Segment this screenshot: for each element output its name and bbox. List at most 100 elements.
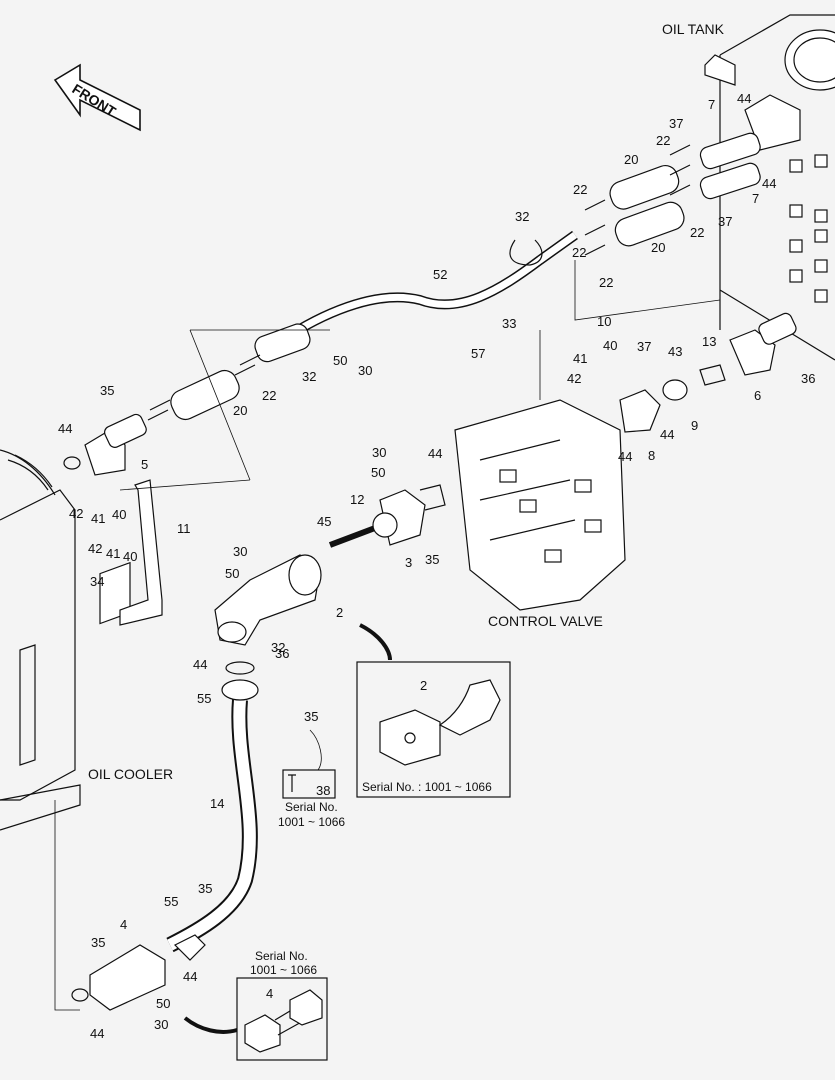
callout-34: 34 <box>90 574 105 589</box>
callout-30: 30 <box>154 1017 169 1032</box>
callout-13: 13 <box>702 334 717 349</box>
callout-44: 44 <box>660 427 675 442</box>
front-arrow-icon <box>53 63 141 132</box>
callout-8: 8 <box>648 448 656 463</box>
bracket-11 <box>119 479 163 626</box>
inset-right-part <box>379 679 501 766</box>
callout-42: 42 <box>69 506 84 521</box>
callout-50: 50 <box>371 465 386 480</box>
callout-36: 36 <box>801 371 816 386</box>
callout-4: 4 <box>120 917 128 932</box>
callout-45: 45 <box>317 514 332 529</box>
callout-20: 20 <box>233 403 248 418</box>
callout-50: 50 <box>333 353 348 368</box>
callout-32: 32 <box>271 640 286 655</box>
callout-22: 22 <box>599 275 614 290</box>
callout-35: 35 <box>425 552 440 567</box>
right-flanges <box>619 312 797 433</box>
inset-bottom-arrow <box>183 1016 238 1034</box>
screw-38 <box>288 774 296 792</box>
callout-44: 44 <box>618 449 633 464</box>
callout-30: 30 <box>233 544 248 559</box>
callout-44: 44 <box>183 969 198 984</box>
callout-40: 40 <box>123 549 138 564</box>
callout-55: 55 <box>164 894 179 909</box>
callout-5: 5 <box>141 457 149 472</box>
hose-14 <box>166 679 259 953</box>
callout-44: 44 <box>193 657 208 672</box>
callout-9: 9 <box>691 418 699 433</box>
callout-37: 37 <box>718 214 733 229</box>
inset-bottom-part-label: 4 <box>266 986 274 1001</box>
fitting-4 <box>71 934 206 1011</box>
callout-10: 10 <box>597 314 612 329</box>
oil-tank <box>704 14 835 361</box>
callout-44: 44 <box>737 91 752 106</box>
callout-35: 35 <box>304 709 319 724</box>
leader-lines <box>54 260 721 1011</box>
callout-42: 42 <box>567 371 582 386</box>
caption-oil-tank: OIL TANK <box>662 21 724 37</box>
inset-mid-serial-2: 1001 ~ 1066 <box>278 815 346 829</box>
caption-oil-cooler: OIL COOLER <box>88 766 174 782</box>
callout-41: 41 <box>573 351 588 366</box>
callout-35: 35 <box>100 383 115 398</box>
callout-11: 11 <box>177 521 191 536</box>
callout-7: 7 <box>708 97 716 112</box>
pipe-52 <box>147 230 578 421</box>
callout-12: 12 <box>350 492 365 507</box>
callout-2: 2 <box>336 605 344 620</box>
oil-cooler <box>0 449 131 831</box>
callout-20: 20 <box>624 152 639 167</box>
callout-50: 50 <box>225 566 240 581</box>
callout-41: 41 <box>106 546 121 561</box>
callout-57: 57 <box>471 346 486 361</box>
inset-mid-part-label: 38 <box>316 783 331 798</box>
inset-bottom-serial-1: Serial No. <box>255 949 308 963</box>
callout-52: 52 <box>433 267 448 282</box>
callout-32: 32 <box>302 369 317 384</box>
callout-50: 50 <box>156 996 171 1011</box>
tank-hoses <box>584 94 801 256</box>
callout-40: 40 <box>603 338 618 353</box>
callout-22: 22 <box>573 182 588 197</box>
callout-44: 44 <box>58 421 73 436</box>
inset-right-part-label: 2 <box>420 678 428 693</box>
callout-40: 40 <box>112 507 127 522</box>
callout-44: 44 <box>762 176 777 191</box>
callout-30: 30 <box>358 363 373 378</box>
callout-32: 32 <box>515 209 530 224</box>
inset-bottom-serial-2: 1001 ~ 1066 <box>250 963 318 977</box>
elbow-fitting <box>214 554 322 675</box>
callout-35: 35 <box>91 935 106 950</box>
callout-42: 42 <box>88 541 103 556</box>
callout-37: 37 <box>669 116 684 131</box>
pipe-12-flange-3 <box>328 484 446 548</box>
callout-55: 55 <box>197 691 212 706</box>
callout-20: 20 <box>651 240 666 255</box>
flange-5 <box>63 413 147 476</box>
callout-44: 44 <box>90 1026 105 1041</box>
callout-22: 22 <box>690 225 705 240</box>
inset-right-arrow <box>359 623 392 661</box>
callout-22: 22 <box>262 388 277 403</box>
callout-14: 14 <box>210 796 225 811</box>
inset-right-serial: Serial No. : 1001 ~ 1066 <box>362 780 492 794</box>
callout-30: 30 <box>372 445 387 460</box>
callout-6: 6 <box>754 388 762 403</box>
callout-7: 7 <box>752 191 760 206</box>
callout-22: 22 <box>572 245 587 260</box>
callout-36: 36 <box>275 646 290 661</box>
inset-mid-serial-1: Serial No. <box>285 800 338 814</box>
callout-35: 35 <box>198 881 213 896</box>
inset-bottom-part <box>244 989 323 1053</box>
control-valve <box>454 399 626 611</box>
callout-44: 44 <box>428 446 443 461</box>
caption-control-valve: CONTROL VALVE <box>488 613 603 629</box>
callout-43: 43 <box>668 344 683 359</box>
callout-3: 3 <box>405 555 413 570</box>
callout-41: 41 <box>91 511 106 526</box>
callout-37: 37 <box>637 339 652 354</box>
callout-22: 22 <box>656 133 671 148</box>
